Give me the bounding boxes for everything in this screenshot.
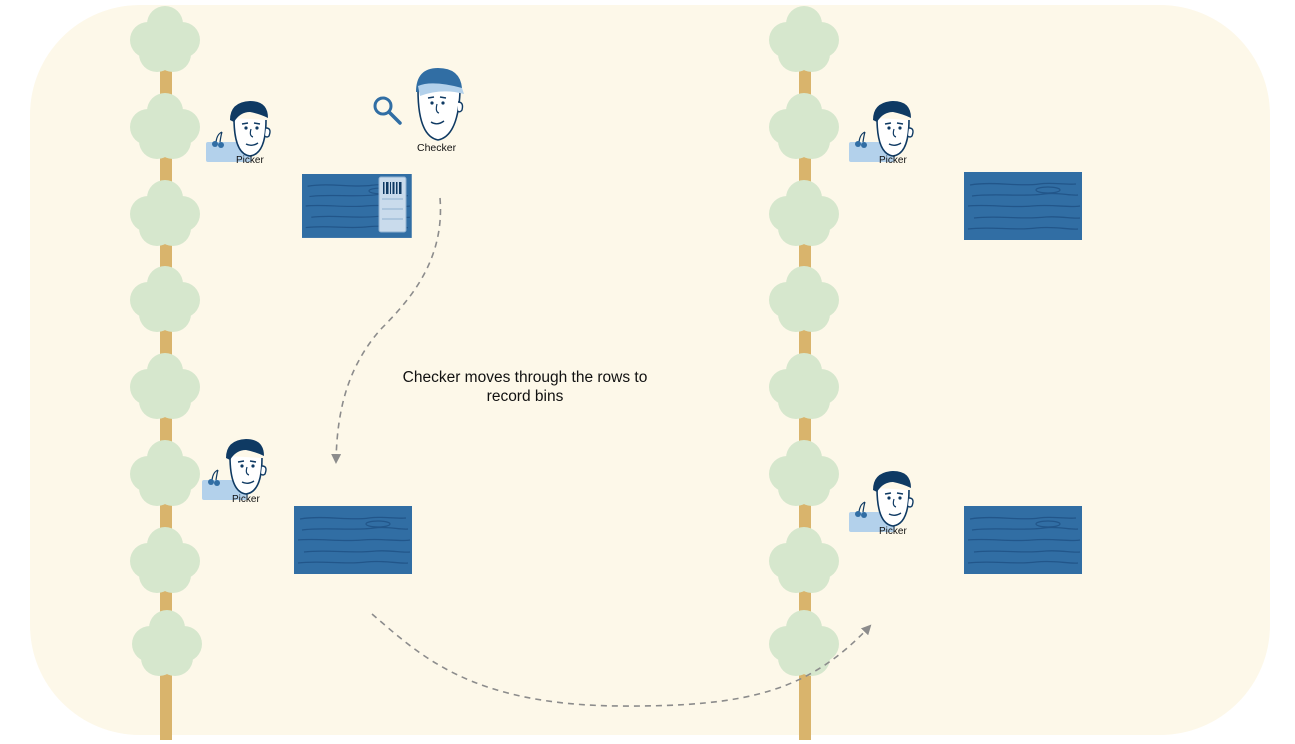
picker-label: Picker bbox=[232, 494, 260, 505]
checker-icon: Checker bbox=[373, 68, 464, 154]
picker-label: Picker bbox=[879, 155, 907, 166]
picker-icon: Picker bbox=[201, 438, 267, 505]
bin-icon bbox=[301, 173, 413, 239]
tree-row-left bbox=[130, 6, 202, 740]
picker-label: Picker bbox=[879, 526, 907, 537]
bin-icon bbox=[963, 505, 1083, 575]
magnifier-icon bbox=[373, 96, 402, 125]
checker-label: Checker bbox=[417, 142, 457, 154]
picker-icon: Picker bbox=[848, 100, 914, 166]
checker-path-arrow-down bbox=[331, 197, 442, 464]
picker-icon: Picker bbox=[848, 470, 914, 537]
bin-icon bbox=[293, 505, 413, 575]
tree-row-right bbox=[769, 6, 839, 740]
barcode-tag-icon bbox=[378, 176, 407, 233]
caption-text: Checker moves through the rows to record… bbox=[402, 369, 648, 405]
bin-icon bbox=[963, 171, 1083, 241]
picker-label: Picker bbox=[236, 155, 264, 166]
picker-icon: Picker bbox=[205, 100, 271, 166]
